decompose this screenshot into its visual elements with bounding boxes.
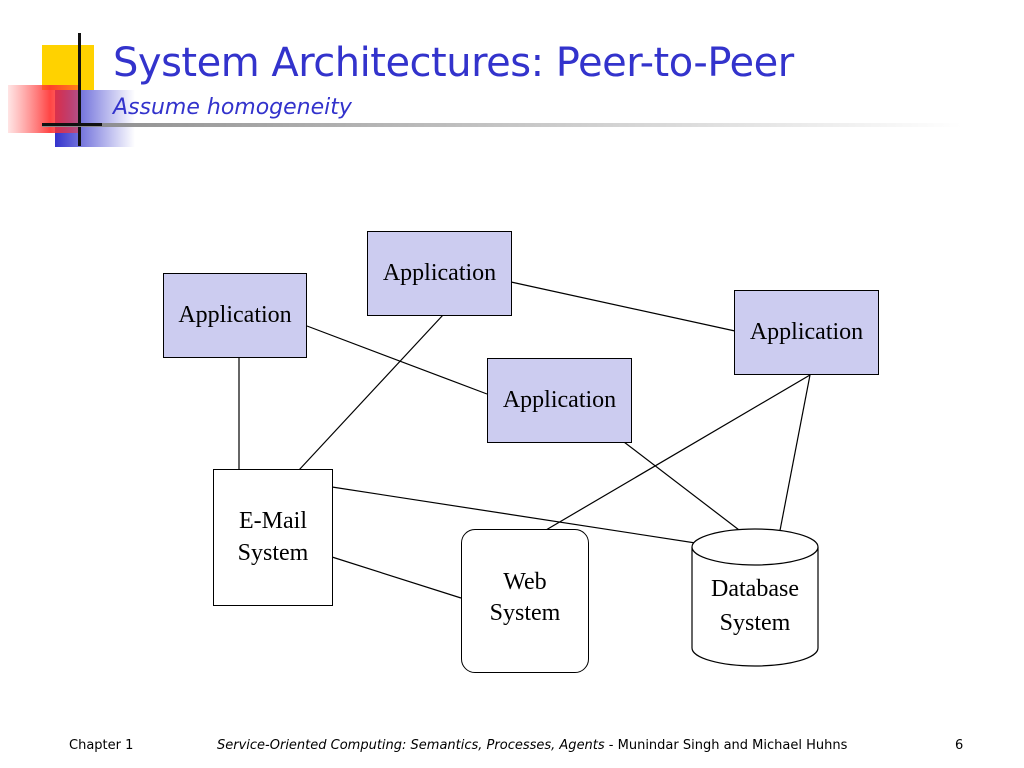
application-label: Application	[178, 301, 292, 328]
application-node-left: Application	[163, 273, 307, 358]
yellow-square	[42, 45, 94, 90]
footer-authors: - Munindar Singh and Michael Huhns	[604, 738, 848, 753]
slide-title: System Architectures: Peer-to-Peer	[113, 40, 794, 86]
horizontal-bar	[42, 123, 102, 126]
link-app-center-database	[623, 441, 761, 547]
database-system-label: Database System	[690, 573, 820, 640]
footer-chapter: Chapter 1	[69, 738, 134, 753]
database-label-line2: System	[719, 609, 791, 636]
email-system-node: E-Mail System	[213, 469, 333, 606]
email-label-line2: System	[237, 539, 309, 566]
application-label: Application	[382, 259, 497, 286]
application-label: Application	[502, 386, 617, 413]
database-label-line1: Database	[711, 576, 799, 602]
application-node-top: Application	[367, 231, 512, 316]
application-node-center: Application	[487, 358, 632, 443]
application-label: Application	[749, 318, 864, 345]
web-label-line1: Web	[503, 568, 547, 595]
vertical-bar	[78, 33, 81, 146]
slide-subtitle: Assume homogeneity	[113, 95, 352, 120]
link-email-web	[331, 556, 462, 599]
link-email-database	[331, 486, 716, 547]
footer-citation: Service-Oriented Computing: Semantics, P…	[217, 738, 847, 753]
web-system-node: Web System	[461, 529, 589, 673]
link-app-right-database	[776, 374, 811, 547]
title-rule	[42, 123, 962, 127]
link-app-top-email	[298, 314, 444, 471]
footer-page-number: 6	[955, 738, 964, 753]
email-label-line1: E-Mail	[239, 508, 307, 535]
web-label-line2: System	[489, 600, 561, 626]
link-app-top-app-right	[510, 281, 736, 332]
database-cylinder	[691, 528, 819, 667]
link-app-right-web	[545, 374, 811, 531]
link-app-left-app-center	[306, 325, 488, 395]
title-decoration	[8, 33, 962, 147]
footer-book-title: Service-Oriented Computing: Semantics, P…	[217, 738, 605, 753]
application-node-right: Application	[734, 290, 879, 375]
